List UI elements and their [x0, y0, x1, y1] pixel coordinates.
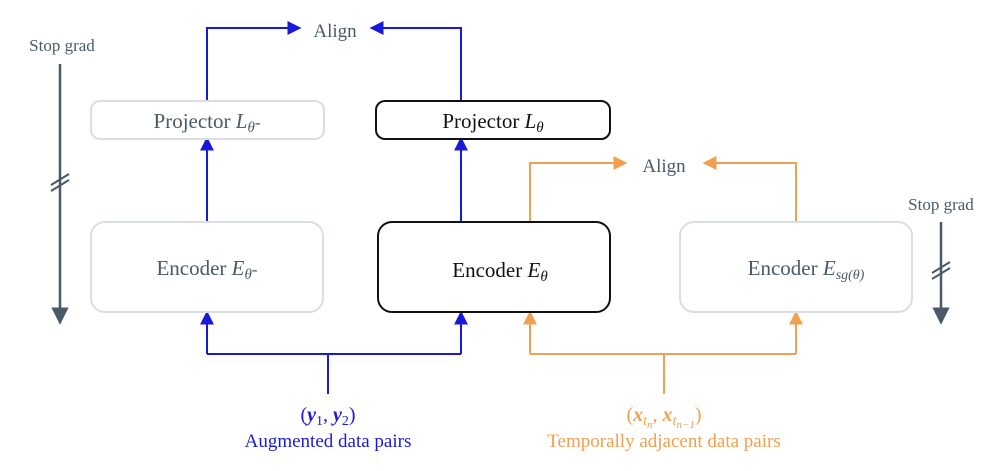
online-projector-name: Projector: [442, 109, 524, 133]
ema-projector-symbol: L: [235, 109, 248, 133]
stop-grad-left-break-icon: [50, 173, 70, 192]
ema-projector-superscript: -: [255, 113, 261, 132]
ema-encoder-symbol: E: [231, 256, 245, 280]
augmented-pairs-formula: (y1, y2): [300, 404, 355, 429]
stop-grad-left-label: Stop grad: [29, 36, 95, 55]
ema-projector-subscript: θ: [247, 120, 255, 136]
stop-grad-right-break-icon: [931, 261, 951, 280]
ema-encoder-name: Encoder: [156, 256, 231, 280]
svg-text:Encoder Eθ-: Encoder Eθ-: [156, 256, 257, 283]
align-top-label: Align: [313, 21, 357, 42]
svg-text:Encoder Eθ: Encoder Eθ: [452, 258, 548, 285]
online-encoder-symbol: E: [527, 258, 541, 282]
align-mid-label: Align: [642, 156, 686, 177]
orange-connectors: [523, 156, 803, 394]
online-encoder-box: Encoder Eθ: [377, 221, 611, 313]
online-encoder-to-align-arrow: [529, 156, 628, 222]
svg-text:Projector Lθ: Projector Lθ: [442, 109, 544, 136]
sg-encoder-subscript: sg(θ): [836, 268, 865, 283]
svg-text:Projector Lθ-: Projector Lθ-: [154, 109, 261, 136]
svg-text:Encoder Esg(θ): Encoder Esg(θ): [748, 256, 865, 283]
ema-encoder-subscript: θ: [245, 267, 253, 283]
online-encoder-subscript: θ: [540, 269, 548, 285]
online-encoder-name: Encoder: [452, 258, 527, 282]
sg-encoder-box: Encoder Esg(θ): [679, 221, 913, 313]
augmented-pairs-group: (y1, y2) Augmented data pairs: [245, 404, 412, 452]
augmented-pairs-caption: Augmented data pairs: [245, 431, 412, 452]
sg-encoder-to-align-arrow: [702, 156, 797, 222]
ema-encoder-box: Encoder Eθ-: [90, 221, 324, 313]
online-projector-box: Projector Lθ: [375, 100, 611, 140]
temporal-pairs-caption: Temporally adjacent data pairs: [547, 431, 780, 452]
ema-projector-name: Projector: [154, 109, 236, 133]
sg-encoder-symbol: E: [822, 256, 836, 280]
ema-projector-box: Projector Lθ-: [90, 100, 325, 140]
online-projector-to-align-arrow: [369, 21, 462, 100]
temporal-pairs-group: (xtn, xtn−1) Temporally adjacent data pa…: [547, 404, 780, 452]
ema-encoder-superscript: -: [252, 260, 258, 279]
blue-connectors: [200, 21, 468, 394]
stop-grad-right-label: Stop grad: [908, 195, 974, 214]
temporal-pairs-formula: (xtn, xtn−1): [626, 404, 701, 431]
online-projector-symbol: L: [524, 109, 537, 133]
sg-encoder-name: Encoder: [748, 256, 823, 280]
ema-projector-to-align-arrow: [206, 21, 302, 101]
online-projector-subscript: θ: [536, 120, 544, 136]
